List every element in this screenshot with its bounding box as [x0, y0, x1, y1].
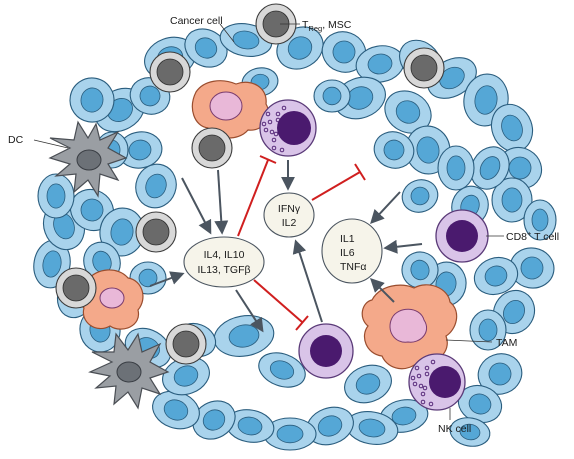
- cancer-cell: [225, 409, 275, 443]
- arrow-cancer-to-left-bubble: [149, 271, 185, 287]
- label-nk-cell: NK cell: [438, 423, 471, 435]
- cancer-cell: [470, 146, 510, 190]
- bubble-center-line-2: IL2: [282, 217, 297, 229]
- cancer-cell: [509, 247, 555, 289]
- label-dc: DC: [8, 134, 24, 146]
- cancer-cell: [437, 145, 475, 191]
- bubble-center: IFNγ IL2: [263, 192, 315, 238]
- t-cells: [259, 99, 489, 411]
- arrow-tam-to-left-bubble: [181, 177, 212, 235]
- arrow-cancer-to-right-bubble: [370, 191, 401, 225]
- cancer-cell: [313, 79, 351, 113]
- cancer-cell: [384, 90, 432, 134]
- cancer-cell: [373, 131, 415, 169]
- cd8-t-cell-bottom: [298, 323, 354, 379]
- cancer-cell: [99, 207, 145, 257]
- inhibition-lines: [237, 155, 366, 331]
- label-cancer-cell: Cancer cell: [170, 15, 223, 27]
- arrow-left-bubble-to-bottom: [235, 289, 264, 333]
- arrow-cd8-to-right-bubble: [383, 239, 423, 254]
- cancer-cell: [213, 315, 275, 357]
- cancer-cell: [192, 400, 236, 440]
- arrow-tam-to-right-bubble: [370, 278, 395, 303]
- cancer-cell: [523, 199, 557, 241]
- treg-msc-cell: [403, 47, 445, 89]
- cancer-cell: [473, 256, 519, 296]
- inhibit-center-to-right-bar: [354, 163, 366, 181]
- bubble-left: IL4, IL10 IL13, TGFβ: [183, 236, 265, 288]
- treg-msc-cells: [55, 3, 445, 365]
- tam-left-nucleus: [99, 287, 125, 309]
- cancer-cell: [258, 352, 306, 388]
- bubble-right-line-1: IL1: [340, 233, 355, 245]
- cancer-cell: [306, 406, 354, 446]
- cancer-cell: [69, 77, 115, 123]
- cancer-cell: [345, 411, 399, 445]
- arrow-treg-to-left-bubble: [214, 169, 229, 235]
- bubble-left-line-2: IL13, TGFβ: [197, 264, 250, 276]
- bubble-right-line-3: TNFα: [340, 261, 366, 273]
- inhibit-left-to-bottom-tcell: [253, 279, 303, 323]
- granules: [261, 105, 287, 153]
- cancer-cell: [469, 309, 507, 351]
- cd8-t-cell-right: [435, 209, 489, 263]
- leader-lines: [33, 23, 504, 420]
- inhibit-left-to-tcell: [237, 159, 269, 237]
- inhibit-center-to-right: [311, 171, 361, 201]
- cancer-cell: [477, 353, 523, 395]
- arrow-bottom-tcell-to-center: [292, 239, 323, 323]
- cancer-cell: [401, 179, 439, 213]
- arrows: [149, 160, 423, 333]
- cancer-cell: [490, 103, 534, 153]
- granules: [410, 359, 436, 407]
- cancer-cell: [355, 45, 405, 83]
- cd8-t-cell-top: [259, 99, 317, 157]
- label-tam: TAM: [496, 337, 517, 349]
- cancer-cell: [401, 251, 439, 289]
- bubble-center-line-1: IFNγ: [278, 203, 301, 215]
- cancer-cell: [184, 28, 228, 68]
- tam-top-nucleus: [209, 91, 243, 121]
- bubble-right-line-2: IL6: [340, 247, 355, 259]
- cancer-cell: [117, 131, 163, 169]
- labels: Cancer cell TReg, MSC DC CD8+ T cell TAM…: [8, 15, 559, 435]
- treg-msc-cell: [165, 323, 207, 365]
- treg-msc-cell: [55, 267, 97, 309]
- cancer-cell: [135, 163, 177, 209]
- nk-cell: [408, 353, 466, 411]
- bubble-right: IL1 IL6 TNFα: [321, 218, 383, 284]
- label-treg-msc: TReg, MSC: [302, 19, 352, 33]
- cancer-cell: [276, 26, 324, 70]
- treg-msc-cell: [135, 211, 177, 253]
- dc-bottom-nucleus: [116, 361, 142, 383]
- treg-msc-cell: [191, 127, 233, 169]
- tam-nucleus: [389, 308, 428, 343]
- inhibit-left-to-tcell-bar: [259, 155, 277, 164]
- cancer-cell: [427, 57, 477, 99]
- tam-cells: [77, 80, 458, 370]
- cancer-cell: [33, 239, 71, 289]
- treg-msc-cell: [149, 51, 191, 93]
- label-cd8-t-cell: CD8+ T cell: [506, 229, 559, 243]
- inhibit-left-to-bottom-bar: [295, 315, 309, 331]
- cancer-cell: [344, 364, 392, 404]
- cancer-cell: [449, 417, 491, 447]
- dc-left-nucleus: [76, 149, 102, 171]
- cancer-cell: [491, 177, 533, 223]
- bubble-left-line-1: IL4, IL10: [204, 249, 245, 261]
- cancer-cell: [37, 173, 75, 219]
- dendritic-cells: [48, 120, 170, 410]
